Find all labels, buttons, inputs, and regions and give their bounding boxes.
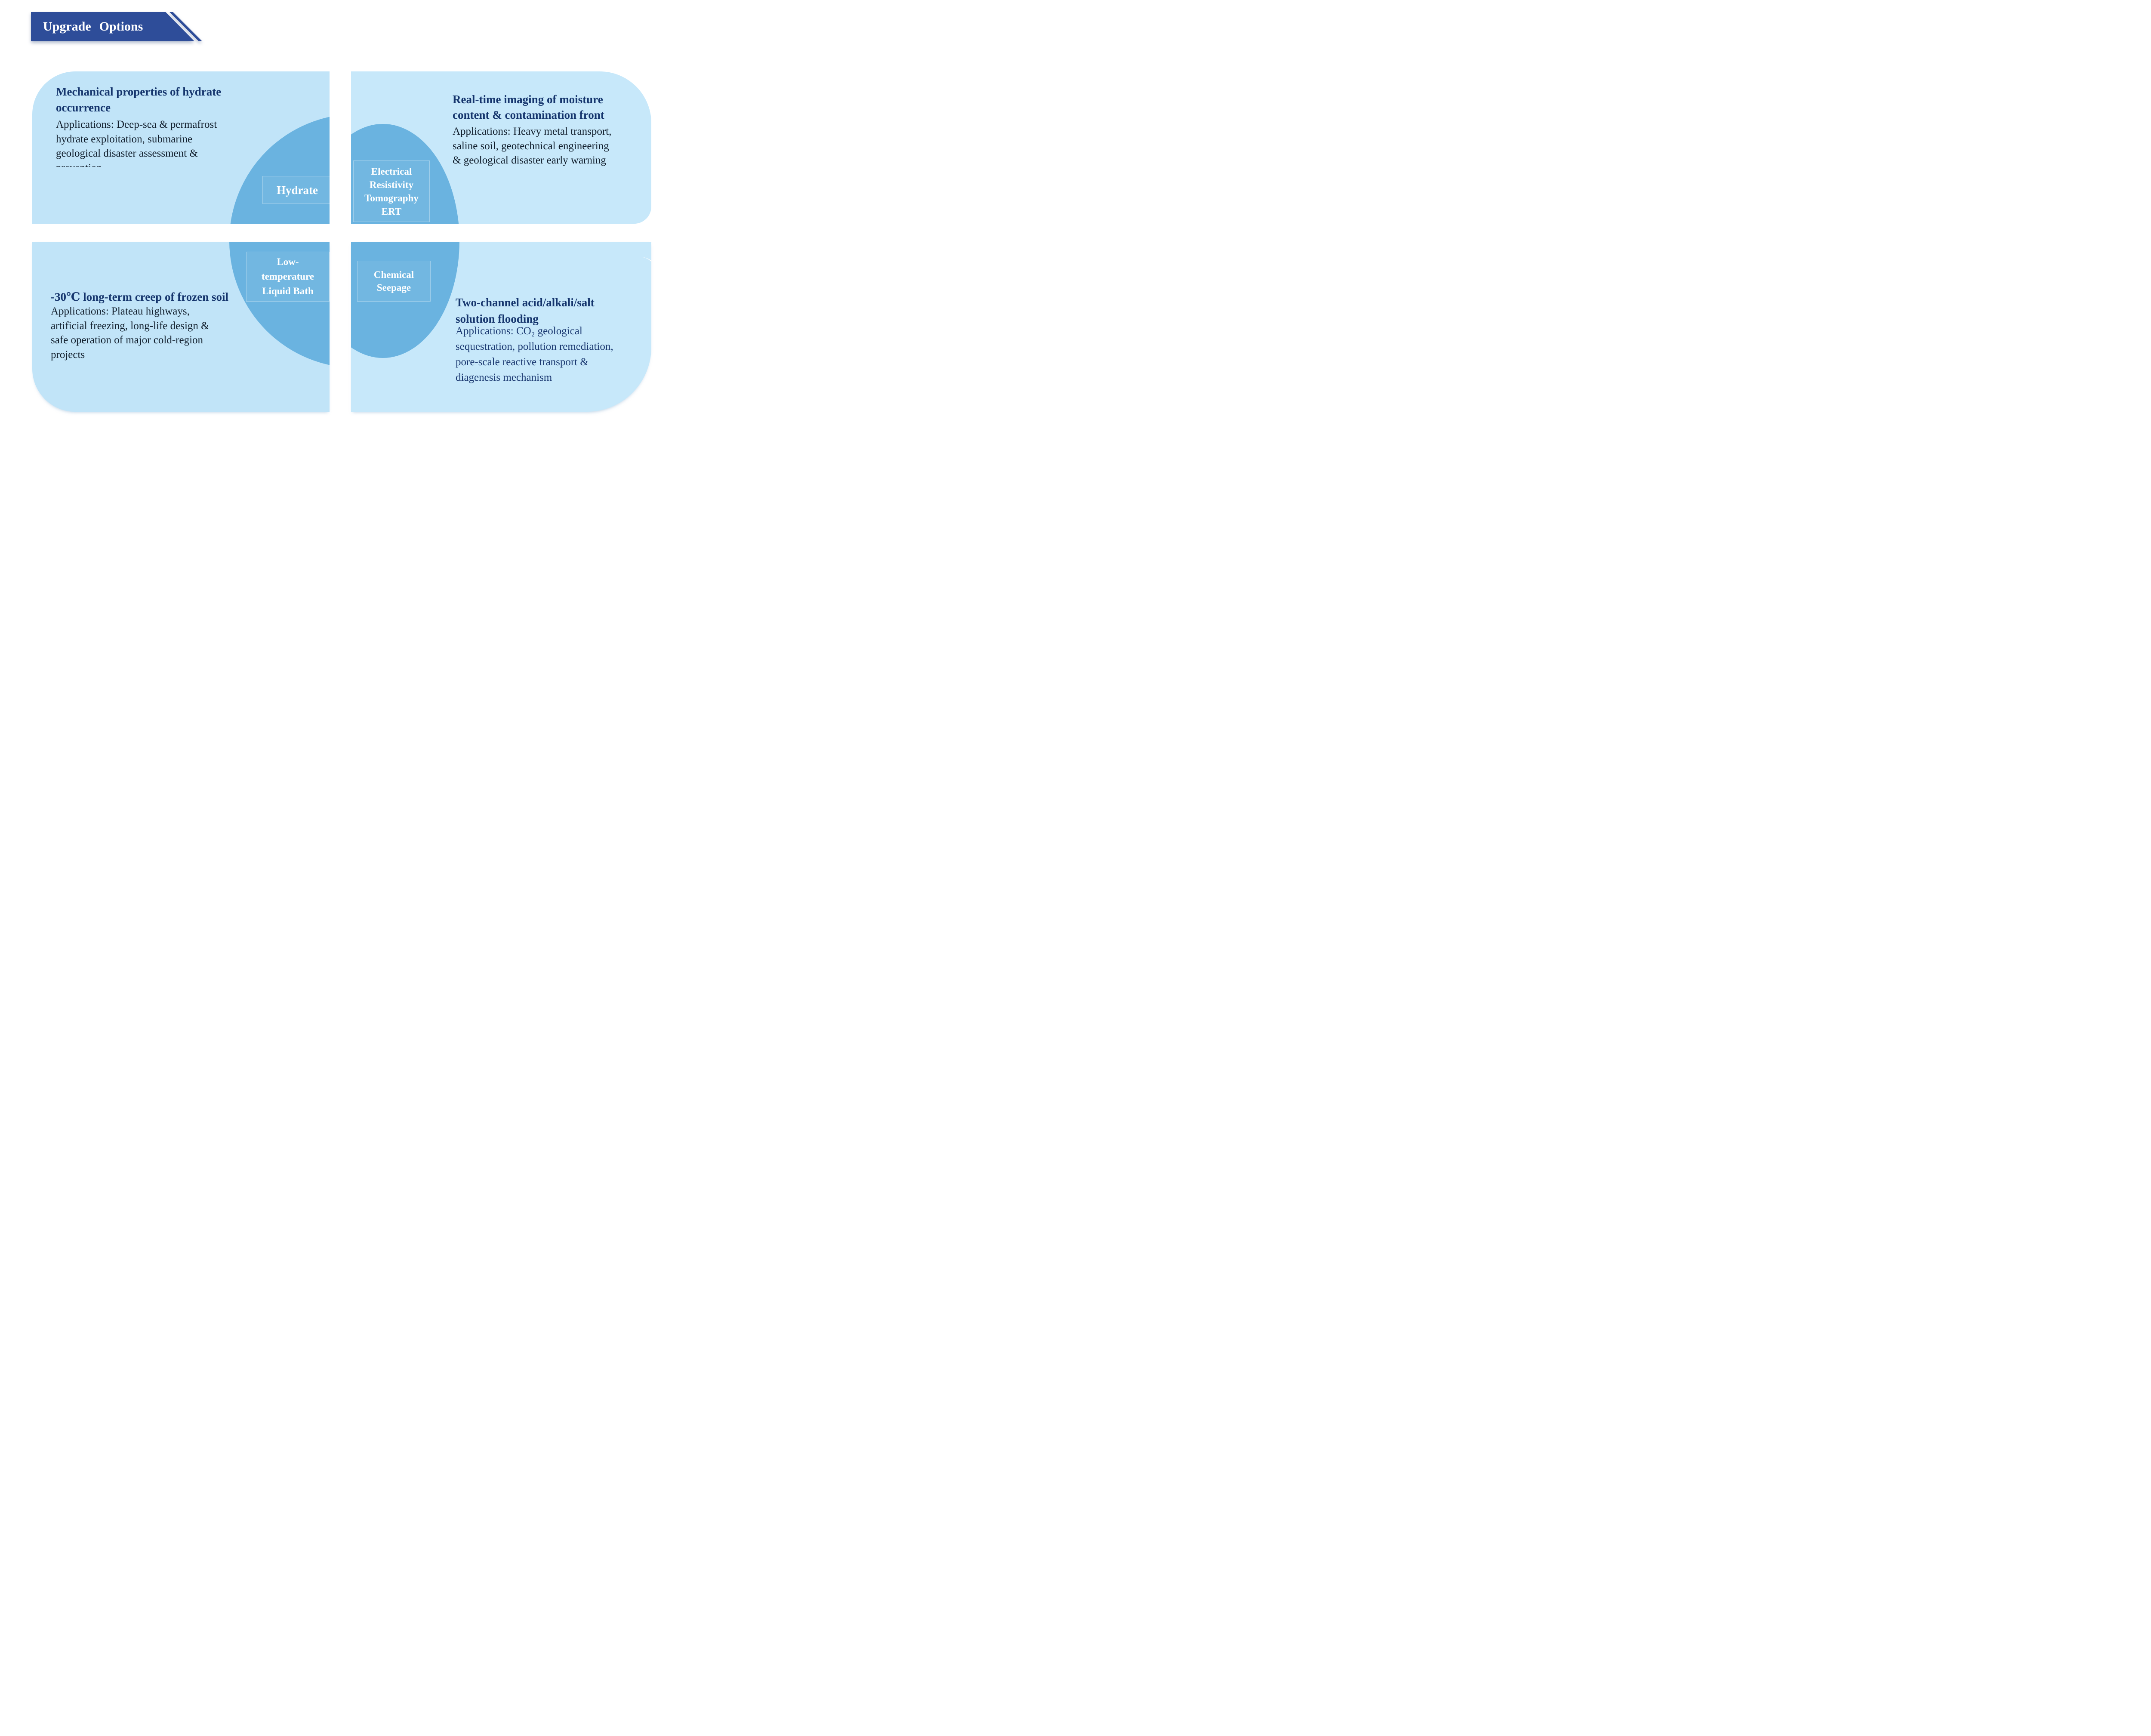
hydrate-card-body: Applications: Deep-sea & permafrost hydr…: [56, 119, 217, 167]
title-banner: [31, 12, 202, 41]
banner-shape: [31, 12, 194, 41]
chemical-seepage-card-body: Applications: CO₂ geological sequestrati…: [456, 325, 613, 383]
low-temperature-label: Low- temperature Liquid Bath: [246, 252, 330, 302]
hydrate-card-title: Mechanical properties of hydrate occurre…: [56, 85, 222, 114]
card-chemical-seepage: Chemical Seepage: [351, 242, 651, 412]
card-ert: Electrical Resistivity Tomography ERT: [351, 71, 651, 224]
low-temperature-card-title: -30℃ long-term creep of frozen soil: [51, 290, 228, 303]
banner-title: Upgrade Options: [43, 19, 143, 34]
chemical-seepage-card-title: Two-channel acid/alkali/salt solution fl…: [456, 296, 595, 325]
card-hydrate: Hydrate: [32, 71, 330, 224]
ert-label: Electrical Resistivity Tomography ERT: [353, 160, 430, 222]
hydrate-label: Hydrate: [262, 176, 330, 204]
slide-canvas: Upgrade Options Hydrate Electrical Resis…: [0, 0, 681, 434]
chemical-seepage-label: Chemical Seepage: [357, 261, 431, 302]
ert-card-body: Applications: Heavy metal transport, sal…: [453, 126, 612, 166]
banner-slash-stripe: [169, 12, 202, 41]
low-temperature-card-body: Applications: Plateau highways, artifici…: [51, 305, 210, 361]
card-low-temperature: Low- temperature Liquid Bath: [32, 242, 330, 412]
ert-card-title: Real-time imaging of moisture content & …: [453, 93, 604, 121]
